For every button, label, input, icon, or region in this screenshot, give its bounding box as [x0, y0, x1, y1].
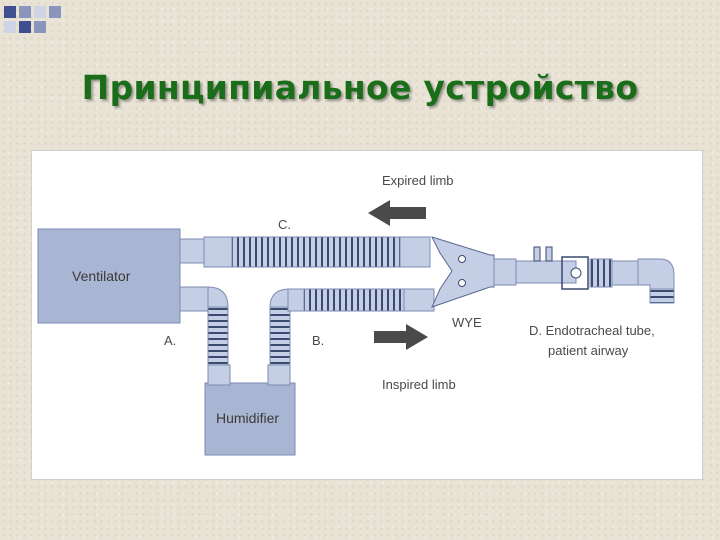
elbow-a [207, 286, 229, 308]
patient-elbow-ribs [649, 288, 675, 304]
humidifier-box [204, 382, 296, 456]
wye-valve-bottom [458, 279, 466, 287]
ventilator-circuit-diagram: Ventilator Humidifier [31, 150, 703, 480]
slide-title: Принципиальное устройство [81, 68, 639, 107]
wye-outlet [493, 258, 517, 286]
endotracheal-label-line1: D. Endotracheal tube, [529, 323, 655, 338]
inspiratory-port [179, 286, 209, 312]
endotracheal-label-line2: patient airway [548, 343, 629, 358]
inspired-limb-label: Inspired limb [382, 377, 456, 392]
wye-label: WYE [452, 315, 482, 330]
humidifier-port-left [207, 364, 231, 386]
label-c: C. [278, 217, 291, 232]
sensor-clip [561, 256, 589, 290]
sensor-port [570, 267, 582, 279]
expired-flow-arrow [368, 200, 426, 226]
humidifier-port-right [267, 364, 291, 386]
vertical-tube-a [207, 306, 229, 366]
inspired-flow-arrow [374, 324, 428, 350]
label-b: B. [312, 333, 324, 348]
label-a: A. [164, 333, 176, 348]
wye-connector [431, 236, 495, 308]
patient-tube-ribs [589, 258, 613, 288]
expiratory-ribs [231, 236, 401, 268]
vertical-tube-b [269, 306, 291, 366]
sensor-tab-left [533, 246, 541, 262]
expiratory-port [179, 238, 205, 264]
patient-tube [611, 260, 639, 286]
inspiratory-ribs [303, 288, 405, 312]
expired-limb-label: Expired limb [382, 173, 454, 188]
patient-elbow [637, 258, 675, 290]
sensor-tab-right [545, 246, 553, 262]
ventilator-box [37, 228, 181, 324]
circuit-svg: Ventilator Humidifier [37, 173, 675, 456]
elbow-b [269, 288, 291, 309]
humidifier-label: Humidifier [216, 410, 279, 426]
wye-valve-top [458, 255, 466, 263]
ventilator-label: Ventilator [72, 268, 131, 284]
sensor-body [515, 260, 577, 284]
decorative-squares [0, 0, 720, 48]
